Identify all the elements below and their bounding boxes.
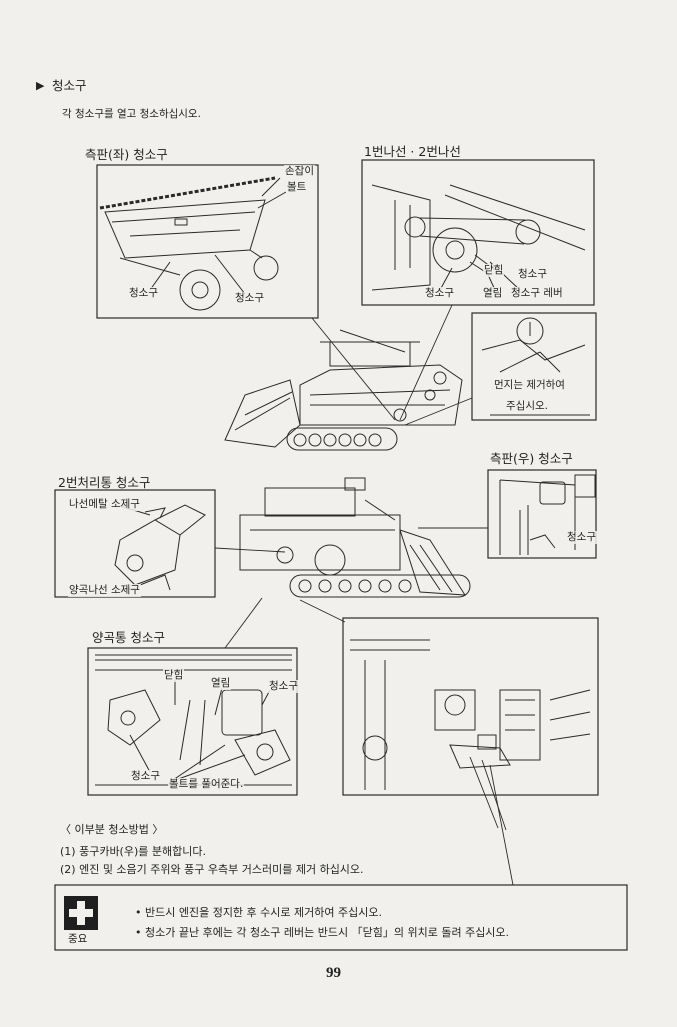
grain-tank-port-figure bbox=[87, 647, 298, 796]
left-port-label-a: 청소구 bbox=[128, 287, 159, 300]
combine-rear-view bbox=[239, 477, 471, 598]
fan-cover-figure bbox=[342, 617, 599, 796]
dust-line1: 먼지는 제거하여 bbox=[493, 379, 566, 392]
combine-side-view bbox=[224, 329, 463, 451]
augers-lever-label: 청소구 레버 bbox=[510, 287, 564, 300]
grain-open-label: 열림 bbox=[210, 677, 232, 690]
right-side-title: 측판(우) 청소구 bbox=[490, 451, 573, 466]
left-side-title: 측판(좌) 청소구 bbox=[85, 147, 168, 162]
dust-line2: 주십시오. bbox=[505, 400, 549, 413]
grain-closed-label: 닫힘 bbox=[163, 669, 185, 682]
section-title: 청소구 bbox=[52, 78, 87, 93]
right-side-port-figure bbox=[487, 469, 597, 559]
grain-port-label-a: 청소구 bbox=[268, 680, 299, 693]
grain-tank-title: 양곡통 청소구 bbox=[92, 630, 165, 645]
augers-open-label: 열림 bbox=[482, 287, 504, 300]
notice-bullet-2: • 청소가 끝난 후에는 각 청소구 레버는 반드시 「닫힘」의 위치로 돌려 … bbox=[135, 926, 510, 939]
method-step-1: (1) 풍구카바(우)를 분해합니다. bbox=[60, 845, 206, 858]
metal-port-label: 나선메탈 소제구 bbox=[68, 498, 141, 511]
notice-bullet-1: • 반드시 엔진을 정지한 후 수시로 제거하여 주십시오. bbox=[135, 906, 382, 919]
notice-label: 중요 bbox=[68, 933, 88, 945]
grain-port-label-b: 청소구 bbox=[130, 770, 161, 783]
dust-removal-figure bbox=[471, 312, 597, 421]
grain-auger-port-label: 양곡나선 소제구 bbox=[68, 584, 141, 597]
bolt-label: 볼트 bbox=[286, 181, 308, 194]
second-tank-title: 2번처리통 청소구 bbox=[58, 475, 151, 490]
section-marker: ▶ bbox=[36, 79, 45, 92]
handle-label: 손잡이 bbox=[284, 165, 315, 178]
augers-title: 1번나선 · 2번나선 bbox=[364, 144, 461, 159]
method-heading: 〈 이부분 청소방법 〉 bbox=[60, 823, 164, 836]
left-port-label-b: 청소구 bbox=[234, 292, 265, 305]
page-number: 99 bbox=[326, 965, 341, 981]
left-side-port-figure bbox=[96, 164, 319, 319]
augers-port-label-a: 청소구 bbox=[517, 268, 548, 281]
cross-icon bbox=[64, 896, 98, 930]
augers-port-figure bbox=[361, 159, 595, 306]
section-instruction: 각 청소구를 열고 청소하십시오. bbox=[62, 108, 201, 120]
notice-box-frame bbox=[54, 884, 628, 951]
augers-closed-label: 닫힘 bbox=[483, 264, 505, 277]
right-port-label: 청소구 bbox=[566, 531, 597, 544]
method-step-2: (2) 엔진 및 소음기 주위와 풍구 우측부 거스러미를 제거 하십시오. bbox=[60, 863, 364, 876]
leader-lines bbox=[214, 304, 514, 886]
grain-bolt-note: 볼트를 풀어준다. bbox=[168, 778, 245, 791]
augers-port-label-b: 청소구 bbox=[424, 287, 455, 300]
